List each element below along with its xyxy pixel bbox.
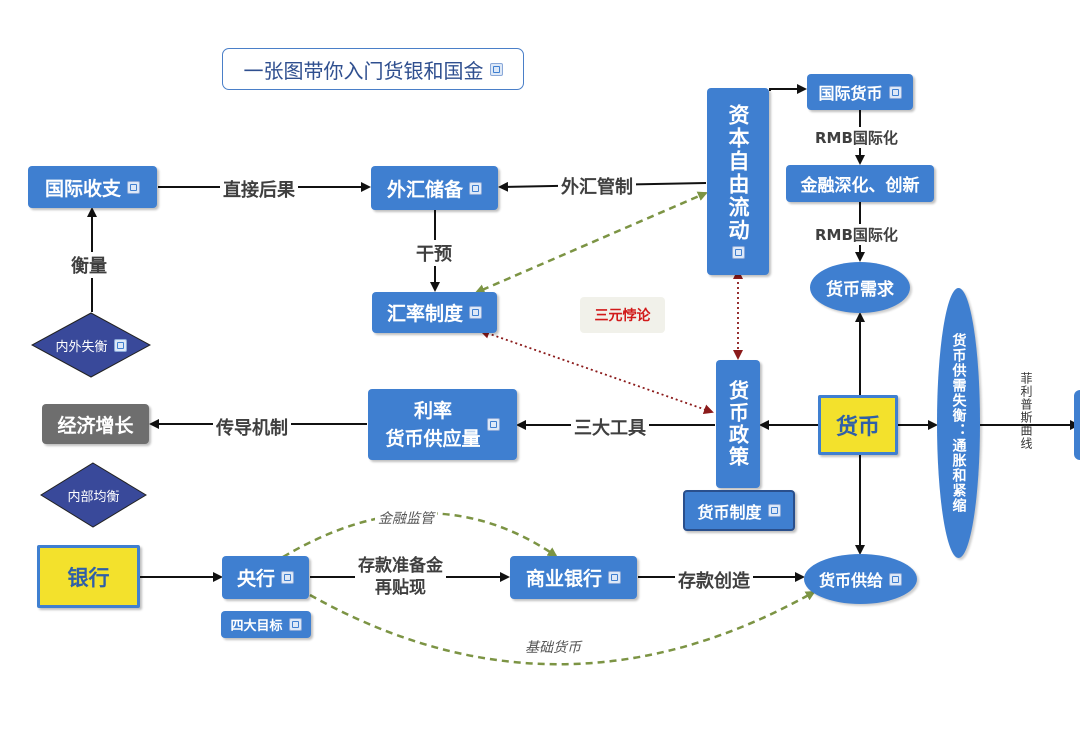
node-commercial-bank[interactable]: 商业银行 <box>510 556 637 599</box>
title-box[interactable]: 一张图带你入门货银和国金 <box>222 48 524 90</box>
edge-label-reserve: 存款准备金 再贴现 <box>355 555 446 599</box>
edge-label-transmission: 传导机制 <box>213 414 291 440</box>
note-icon <box>731 246 745 259</box>
node-label: 三元悖论 <box>594 308 651 324</box>
node-label: 货币政策 <box>725 380 750 468</box>
note-icon <box>888 85 902 99</box>
node-supply-demand-imbalance[interactable]: 货币供需失衡：通胀和紧缩 <box>937 288 980 558</box>
phillips-label: 菲利普斯曲线 <box>1018 372 1035 450</box>
node-label: 货币供需失衡：通胀和紧缩 <box>950 333 967 513</box>
node-label: 经济增长 <box>57 414 134 437</box>
offscreen-node-edge <box>1074 390 1080 460</box>
note-icon <box>486 418 500 431</box>
node-four-goals[interactable]: 四大目标 <box>221 611 311 638</box>
node-label: 国际收支 <box>44 177 121 200</box>
note-icon <box>767 504 781 517</box>
node-label: 外汇储备 <box>386 178 463 201</box>
node-label: 央行 <box>236 568 275 590</box>
edge-label-rmb-intl-1: RMB国际化 <box>812 127 901 148</box>
node-label: 国际货币 <box>818 84 883 103</box>
edge-label-rmb-intl-2: RMB国际化 <box>812 224 901 245</box>
note-icon <box>127 180 140 194</box>
node-bank[interactable]: 银行 <box>37 545 140 608</box>
node-central-bank[interactable]: 央行 <box>222 556 309 599</box>
node-econ-growth[interactable]: 经济增长 <box>42 404 149 444</box>
node-money-supply[interactable]: 货币供给 <box>804 554 917 604</box>
edge-label-three-tools: 三大工具 <box>571 414 649 440</box>
node-label-line2: 货币供应量 <box>385 427 481 450</box>
node-fx-regime[interactable]: 汇率制度 <box>372 292 497 333</box>
node-label: 四大目标 <box>230 619 283 634</box>
node-monetary-policy[interactable]: 货币政策 <box>716 360 760 488</box>
edge-label-direct-result: 直接后果 <box>220 176 298 202</box>
node-fin-deepening[interactable]: 金融深化、创新 <box>786 165 934 202</box>
edge-label-fx-control: 外汇管制 <box>558 173 636 199</box>
node-fx-reserve[interactable]: 外汇储备 <box>371 166 498 210</box>
note-icon <box>489 62 503 76</box>
node-label: 菲利普斯曲线 <box>1019 372 1033 450</box>
node-internal-external-imbalance[interactable]: 内外失衡 <box>31 312 151 378</box>
note-icon <box>288 618 302 631</box>
edge-label-reserve-line2: 再贴现 <box>375 578 426 598</box>
node-label: 商业银行 <box>525 568 602 590</box>
node-label: 银行 <box>67 565 110 590</box>
title-text: 一张图带你入门货银和国金 <box>243 58 484 83</box>
edge-label-intervene: 干预 <box>413 240 455 266</box>
node-label: 资本自由流动 <box>726 104 750 242</box>
node-intl-balance[interactable]: 国际收支 <box>28 166 157 208</box>
note-icon <box>281 571 294 584</box>
node-label-line1: 利率 <box>413 399 452 422</box>
node-label: 货币制度 <box>697 502 762 522</box>
edge-label-deposit-creation: 存款创造 <box>675 567 753 593</box>
node-label: 货币需求 <box>826 280 894 300</box>
node-label: 货币供给 <box>818 571 883 590</box>
note-icon <box>469 181 482 195</box>
node-label: 汇率制度 <box>386 303 463 325</box>
node-capital-flow[interactable]: 资本自由流动 <box>707 88 769 275</box>
node-money[interactable]: 货币 <box>818 395 898 455</box>
note-icon <box>889 572 902 586</box>
note-icon <box>469 306 482 319</box>
node-monetary-system[interactable]: 货币制度 <box>683 490 795 531</box>
node-label: 货币 <box>835 415 880 440</box>
node-label: 金融深化、创新 <box>800 176 920 196</box>
node-money-demand[interactable]: 货币需求 <box>810 262 910 313</box>
node-trilemma[interactable]: 三元悖论 <box>580 297 665 333</box>
edge-label-measure: 衡量 <box>68 252 110 278</box>
node-internal-balance[interactable]: 内部均衡 <box>40 462 147 528</box>
node-intl-currency[interactable]: 国际货币 <box>807 74 913 110</box>
node-rate-money-supply[interactable]: 利率 货币供应量 <box>368 389 517 460</box>
edge-label-base-money: 基础货币 <box>522 637 584 657</box>
node-label: 内部均衡 <box>67 489 120 505</box>
note-icon <box>608 571 621 584</box>
note-icon <box>113 338 127 352</box>
edge-label-reserve-line1: 存款准备金 <box>358 556 443 576</box>
node-label: 内外失衡 <box>55 339 108 355</box>
edge-label-fin-supervision: 金融监管 <box>375 508 437 528</box>
